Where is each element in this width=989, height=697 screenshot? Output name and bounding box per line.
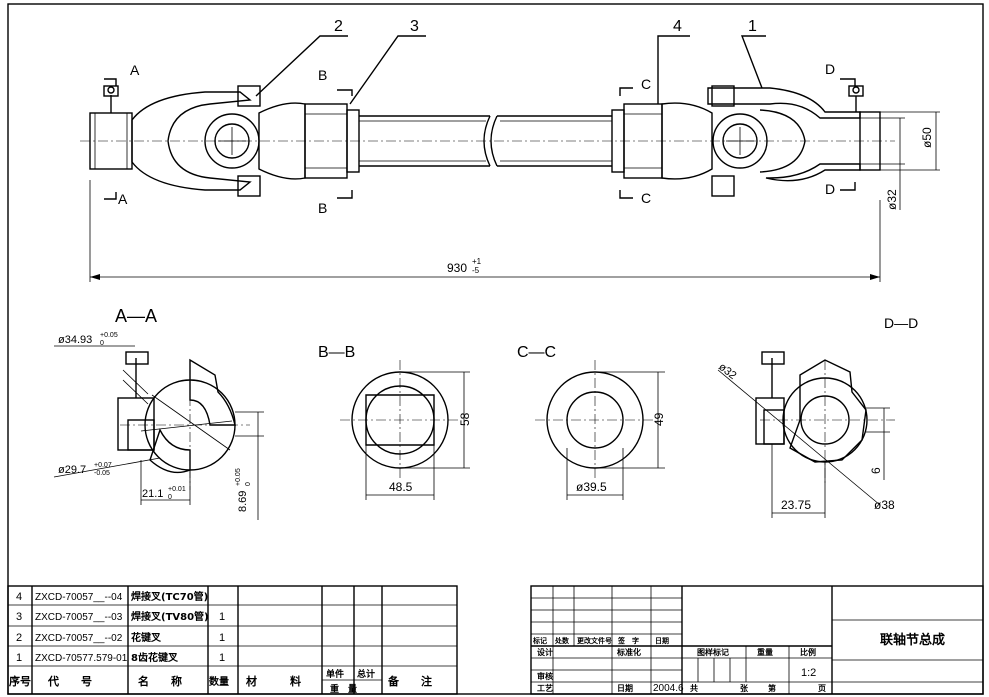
aa-diameter-1: ø34.93	[58, 334, 92, 346]
parts-table-row: 2 ZXCD-70057__--02 花键叉 1	[16, 631, 225, 644]
section-b-b	[340, 360, 470, 500]
parts-row-no: 3	[16, 611, 22, 623]
tb-process: 工艺	[537, 683, 553, 693]
section-marker-c-top: C	[641, 76, 651, 92]
parts-header-unit-weight: 单件	[326, 668, 344, 680]
parts-row-no: 1	[16, 652, 22, 664]
diameter-50: ø50	[920, 127, 934, 148]
section-marker-a-top: A	[130, 62, 140, 78]
aa-width: 21.1	[142, 488, 163, 500]
cc-height: 49	[652, 412, 666, 426]
parts-row-code: ZXCD-70057__--03	[35, 612, 123, 623]
tb-row-date: 日期	[655, 636, 669, 645]
aa-width-tol-up: +0.01	[168, 486, 186, 493]
parts-row-name: 焊接叉(TV80管)	[131, 610, 209, 623]
balloon-1: 1	[748, 18, 757, 35]
balloon-4: 4	[673, 18, 682, 35]
title-block-grid	[530, 585, 984, 695]
tb-row-doc: 更改文件号	[577, 636, 612, 645]
tb-row-sign: 签 字	[617, 636, 639, 645]
parts-header-qty: 数量	[209, 675, 229, 688]
dd-height: 6	[869, 467, 883, 474]
parts-row-code: ZXCD-70057__--02	[35, 633, 123, 644]
section-c-c	[535, 360, 665, 500]
balloon-2: 2	[334, 18, 343, 35]
parts-header-total-weight: 总计	[357, 668, 375, 680]
tb-date: 2004.6	[653, 683, 684, 694]
parts-header-name: 名 称	[138, 674, 182, 688]
parts-header-code: 代 号	[47, 674, 92, 688]
tb-weight: 重量	[757, 647, 773, 657]
section-title-b-b: B—B	[318, 344, 355, 361]
aa-height-tol-down: 0	[245, 482, 252, 486]
aa-diameter-2-tol-up: +0.07	[94, 462, 112, 469]
section-d-d	[717, 351, 895, 518]
bb-height: 58	[458, 412, 472, 426]
parts-header-no: 序号	[9, 674, 31, 688]
tb-sheet: 张	[740, 684, 749, 693]
parts-table-row: 4 ZXCD-70057__--04 焊接叉(TC70管)	[16, 590, 208, 603]
section-title-d-d: D—D	[884, 315, 918, 331]
parts-row-qty: 1	[219, 652, 225, 664]
dd-diameter-2: ø38	[874, 498, 895, 512]
aa-diameter-1-tol-down: 0	[100, 340, 104, 347]
drawing-title: 联轴节总成	[880, 632, 945, 648]
tb-date-label: 日期	[617, 683, 633, 693]
tb-row-count: 处数	[554, 636, 570, 645]
tb-page-sheet: 页	[818, 684, 826, 693]
parts-table-row: 1 ZXCD-70577.579-01 8齿花键叉 1	[16, 651, 225, 664]
section-marker-a-bottom: A	[118, 191, 128, 207]
parts-row-name: 焊接叉(TC70管)	[131, 590, 208, 603]
parts-row-no: 4	[16, 591, 22, 603]
parts-row-no: 2	[16, 632, 22, 644]
balloon-3: 3	[410, 18, 419, 35]
parts-row-qty: 1	[219, 632, 225, 644]
parts-row-code: ZXCD-70577.579-01	[35, 653, 128, 664]
parts-header-weight: 重 量	[330, 683, 357, 695]
tb-row-mark: 标记	[532, 636, 547, 645]
section-title-c-c: C—C	[517, 344, 556, 361]
parts-row-name: 8齿花键叉	[131, 651, 179, 664]
bb-width: 48.5	[389, 480, 413, 494]
parts-header-material: 材 料	[246, 674, 301, 688]
overall-length-tol-up: +1	[472, 257, 482, 266]
sheet-border	[7, 3, 984, 695]
cc-diameter: ø39.5	[576, 480, 607, 494]
tb-standard: 标准化	[616, 647, 641, 657]
section-a-a	[53, 345, 264, 520]
aa-height: 8.69	[237, 491, 249, 512]
aa-width-tol-down: 0	[168, 494, 172, 501]
section-marker-d-top: D	[825, 61, 835, 77]
overall-length-tol-down: -5	[472, 266, 480, 275]
shaft-assembly-view	[80, 35, 940, 282]
tb-stage-mark: 图样标记	[697, 647, 729, 657]
parts-header-remark: 备 注	[387, 674, 432, 688]
tb-page: 第	[768, 683, 776, 693]
section-title-a-a: A—A	[115, 306, 157, 326]
section-marker-b-bottom: B	[318, 200, 327, 216]
parts-row-qty: 1	[219, 611, 225, 623]
aa-diameter-1-tol-up: +0.05	[100, 332, 118, 339]
section-marker-c-bottom: C	[641, 190, 651, 206]
diameter-32: ø32	[885, 189, 899, 210]
aa-height-tol-up: +0.05	[235, 468, 242, 486]
dd-diameter-1: ø32	[716, 361, 738, 382]
section-marker-b-top: B	[318, 67, 327, 83]
parts-table-row: 3 ZXCD-70057__--03 焊接叉(TV80管) 1	[16, 610, 225, 623]
parts-table-grid	[7, 585, 458, 695]
tb-total: 共	[690, 683, 698, 693]
tb-review: 审核	[537, 671, 553, 681]
overall-length-value: 930	[447, 261, 467, 275]
dd-width: 23.75	[781, 498, 811, 512]
parts-row-name: 花键叉	[131, 631, 162, 644]
aa-diameter-2-tol-down: -0.05	[94, 470, 110, 477]
aa-diameter-2: ø29.7	[58, 464, 86, 476]
tb-design: 设计	[537, 647, 553, 657]
parts-row-code: ZXCD-70057__--04	[35, 592, 123, 603]
section-marker-d-bottom: D	[825, 181, 835, 197]
tb-scale: 1:2	[801, 667, 816, 679]
tb-scale-label: 比例	[800, 647, 816, 657]
